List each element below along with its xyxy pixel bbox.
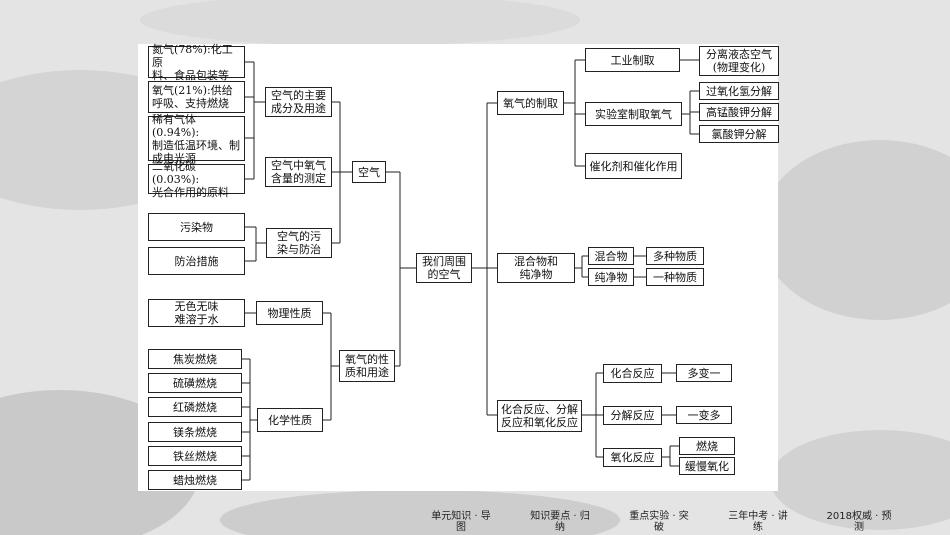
nav-exam-practice[interactable]: 三年中考 · 讲 练 [728, 511, 788, 533]
industrial-prep-node: 工业制取 [585, 48, 680, 72]
noble-gas-node: 稀有气体(0.94%): 制造低温环境、制 成电光源 [148, 113, 245, 165]
decomposition-desc-node: 一变多 [676, 406, 732, 424]
combination-desc-node: 多变一 [676, 364, 732, 382]
chemical-property-node: 化学性质 [257, 408, 323, 432]
carbon-dioxide-node: 二氧化碳(0.03%): 光合作用的原料 [148, 160, 245, 199]
decomposition-reaction-node: 分解反应 [603, 406, 662, 425]
physical-property-node: 物理性质 [256, 301, 323, 325]
candle-combustion-node: 蜡烛燃烧 [148, 470, 242, 490]
mixture-node: 混合物 [588, 247, 634, 265]
nitrogen-node: 氮气(78%):化工原 料、食品包装等 [148, 43, 245, 82]
root-node: 我们周围 的空气 [416, 253, 472, 283]
catalyst-node: 催化剂和催化作用 [585, 153, 682, 179]
pollution-node: 空气的污 染与防治 [266, 228, 332, 258]
slow-oxidation-node: 缓慢氧化 [679, 457, 735, 475]
reactions-node: 化合反应、分解 反应和氧化反应 [497, 400, 582, 432]
combustion-node: 燃烧 [679, 437, 735, 455]
nav-key-experiments[interactable]: 重点实验 · 突 破 [629, 511, 689, 533]
mixture-desc-node: 多种物质 [646, 247, 704, 265]
pure-node: 纯净物 [588, 268, 634, 286]
measurement-node: 空气中氧气 含量的测定 [265, 157, 332, 187]
pure-desc-node: 一种物质 [646, 268, 704, 286]
nav-prediction[interactable]: 2018权威 · 预 测 [826, 511, 892, 533]
combination-reaction-node: 化合反应 [603, 364, 662, 383]
physical-desc-node: 无色无味 难溶于水 [148, 299, 245, 327]
hydrogen-peroxide-node: 过氧化氢分解 [699, 82, 779, 100]
oxidation-reaction-node: 氧化反应 [603, 448, 662, 467]
coke-combustion-node: 焦炭燃烧 [148, 349, 242, 369]
phosphorus-combustion-node: 红磷燃烧 [148, 397, 242, 417]
air-node: 空气 [352, 161, 386, 183]
oxygen-node: 氧气(21%):供给 呼吸、支持燃烧 [148, 81, 245, 113]
industrial-desc-node: 分离液态空气 (物理变化) [699, 46, 779, 76]
oxygen-prep-node: 氧气的制取 [497, 91, 564, 115]
sulfur-combustion-node: 硫磺燃烧 [148, 373, 242, 393]
magnesium-combustion-node: 镁条燃烧 [148, 422, 242, 442]
pollutant-node: 污染物 [148, 213, 245, 241]
prevention-node: 防治措施 [148, 247, 245, 275]
potassium-chlorate-node: 氯酸钾分解 [699, 125, 779, 143]
mixtures-node: 混合物和 纯净物 [497, 253, 575, 283]
nav-unit-map[interactable]: 单元知识 · 导 图 [431, 511, 491, 533]
oxygen-properties-node: 氧气的性 质和用途 [339, 350, 395, 382]
composition-node: 空气的主要 成分及用途 [265, 87, 332, 117]
potassium-permanganate-node: 高锰酸钾分解 [699, 103, 779, 121]
lab-prep-node: 实验室制取氧气 [585, 102, 682, 126]
nav-key-points[interactable]: 知识要点 · 归 纳 [530, 511, 590, 533]
iron-combustion-node: 铁丝燃烧 [148, 446, 242, 466]
